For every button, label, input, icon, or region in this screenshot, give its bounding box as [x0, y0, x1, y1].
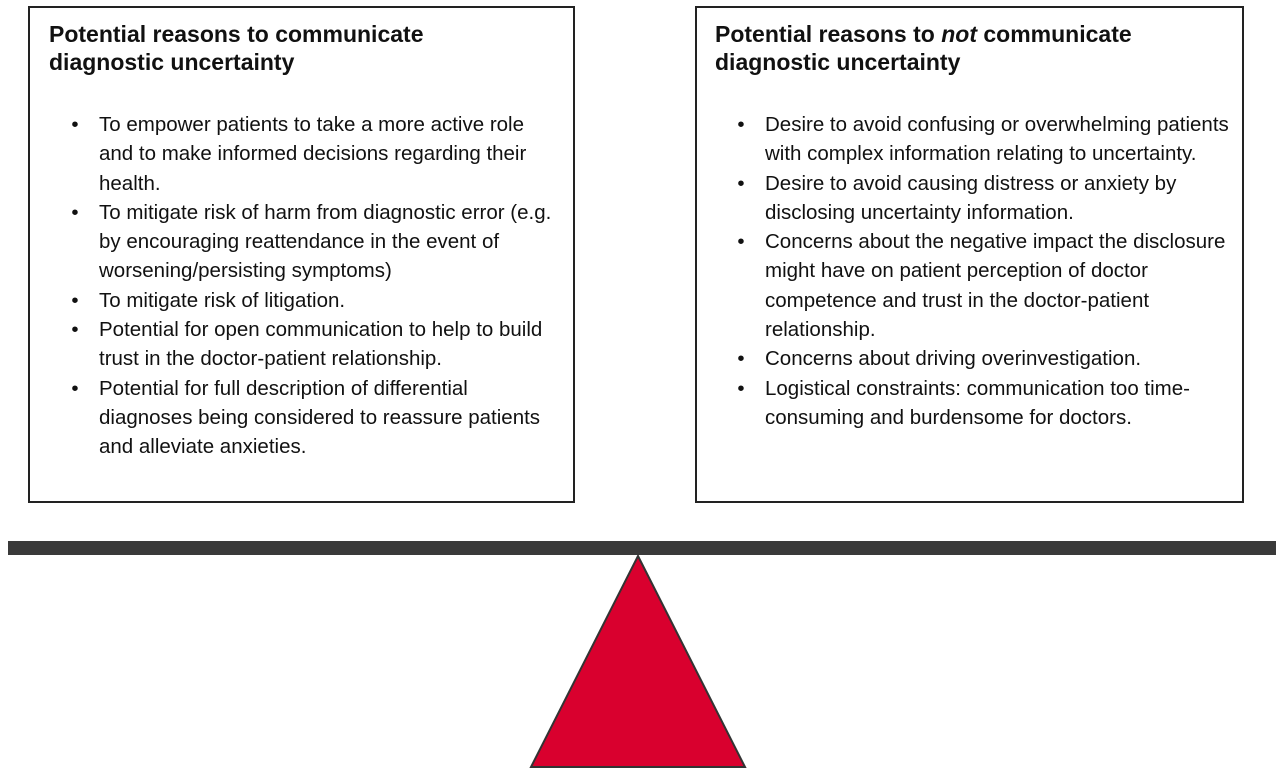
bullet-icon: •: [737, 376, 745, 400]
list-item-text: Potential for full description of differ…: [99, 376, 541, 459]
bullet-icon: •: [71, 318, 79, 342]
reasons-to-communicate-title: Potential reasons to communicate diagnos…: [49, 20, 561, 76]
reasons-to-communicate-list: • To empower patients to take a more acti…: [49, 110, 561, 462]
title-line-2: diagnostic uncertainty: [49, 49, 295, 75]
reasons-not-to-communicate-title: Potential reasons to not communicate dia…: [715, 20, 1232, 76]
bullet-icon: •: [737, 347, 745, 371]
list-item: • To mitigate risk of harm from diagnosti…: [49, 198, 561, 286]
list-item: • Potential for full description of diffe…: [49, 374, 561, 462]
list-item: • To empower patients to take a more acti…: [49, 110, 561, 198]
list-item-text: Potential for open communication to help…: [99, 318, 543, 371]
reasons-not-to-communicate-list: • Desire to avoid confusing or overwhelmi…: [715, 110, 1232, 432]
list-item: • Concerns about driving overinvestigatio…: [715, 344, 1232, 373]
list-item-text: Concerns about driving overinvestigation…: [765, 347, 1142, 371]
list-item: • To mitigate risk of litigation.: [49, 286, 561, 315]
list-item-text: Concerns about the negative impact the d…: [765, 230, 1226, 342]
title-prefix: Potential reasons to: [715, 21, 942, 47]
title-line-2: diagnostic uncertainty: [715, 49, 961, 75]
balance-beam: [8, 541, 1276, 555]
list-item-text: To empower patients to take a more activ…: [99, 113, 527, 195]
title-suffix: communicate: [976, 21, 1132, 47]
bullet-icon: •: [71, 113, 79, 136]
reasons-not-to-communicate-box: Potential reasons to not communicate dia…: [695, 6, 1244, 503]
list-item: • Logistical constraints: communication t…: [715, 374, 1232, 433]
list-item-text: Desire to avoid causing distress or anxi…: [765, 171, 1177, 224]
bullet-icon: •: [71, 376, 79, 400]
list-item-text: To mitigate risk of harm from diagnostic…: [99, 200, 552, 283]
title-emphasis: not: [941, 21, 977, 47]
list-item-text: Desire to avoid confusing or overwhelmin…: [765, 113, 1229, 166]
list-item: • Concerns about the negative impact the …: [715, 227, 1232, 344]
list-item: • Potential for open communication to hel…: [49, 315, 561, 374]
list-item-text: To mitigate risk of litigation.: [99, 288, 346, 312]
bullet-icon: •: [737, 113, 745, 136]
reasons-to-communicate-box: Potential reasons to communicate diagnos…: [28, 6, 575, 503]
list-item: • Desire to avoid causing distress or anx…: [715, 169, 1232, 228]
fulcrum-triangle: [529, 553, 747, 768]
bullet-icon: •: [737, 171, 745, 195]
bullet-icon: •: [737, 230, 745, 254]
list-item: • Desire to avoid confusing or overwhelmi…: [715, 110, 1232, 169]
bullet-icon: •: [71, 288, 79, 312]
title-line-1: Potential reasons to communicate: [49, 21, 424, 47]
list-item-text: Logistical constraints: communication to…: [765, 376, 1190, 429]
bullet-icon: •: [71, 200, 79, 224]
